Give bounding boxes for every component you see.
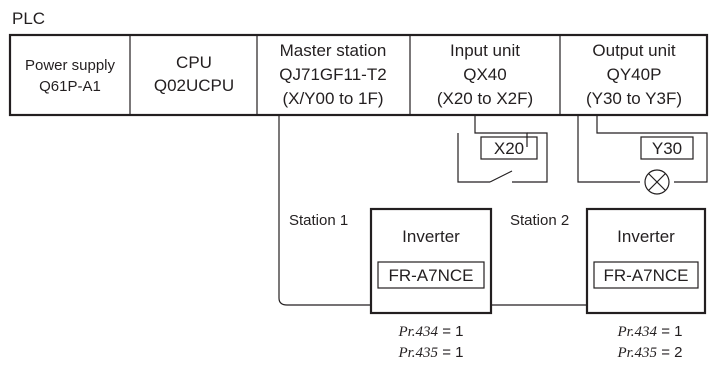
switch-contact-icon <box>489 170 513 183</box>
station-2: Station 2 Inverter FR-A7NCE Pr.434 = 1 P… <box>510 207 707 361</box>
input-wire-return <box>512 132 548 183</box>
station-1: Station 1 Inverter FR-A7NCE Pr.434 = 1 P… <box>289 207 493 361</box>
cable-to-station-1 <box>278 115 372 306</box>
station-label: Station 2 <box>510 212 569 229</box>
output-wire-loop <box>577 115 640 183</box>
parameter-434: Pr.434 = 1 <box>616 323 682 340</box>
module-master-station: Master station QJ71GF11-T2 (X/Y00 to 1F) <box>279 41 386 108</box>
module-input-unit: Input unit QX40 (X20 to X2F) <box>437 41 533 108</box>
output-signal-box <box>640 136 694 160</box>
option-unit-box <box>377 261 485 289</box>
output-wiring: Y30 <box>577 115 708 195</box>
module-address-range: (X/Y00 to 1F) <box>282 89 383 108</box>
module-name: Output unit <box>592 41 675 60</box>
module-cpu: CPU Q02UCPU <box>154 53 234 95</box>
module-name: Power supply <box>25 57 116 74</box>
module-model: Q61P-A1 <box>39 78 101 95</box>
option-unit-model: FR-A7NCE <box>603 266 688 285</box>
module-output-unit: Output unit QY40P (Y30 to Y3F) <box>586 41 682 108</box>
parameter-435: Pr.435 = 2 <box>616 344 682 361</box>
module-model: QY40P <box>607 65 662 84</box>
plc-rack-frame <box>8 33 709 117</box>
output-wire <box>596 115 650 134</box>
input-signal-label: X20 <box>494 139 524 158</box>
plc-rack <box>8 33 709 117</box>
input-wiring: X20 <box>457 115 548 183</box>
input-wire <box>474 115 528 147</box>
module-power-supply: Power supply Q61P-A1 <box>25 57 116 95</box>
inverter-box <box>585 207 707 315</box>
module-name: CPU <box>176 53 212 72</box>
output-signal-label: Y30 <box>652 139 682 158</box>
inverter-title: Inverter <box>402 227 460 246</box>
module-name: Master station <box>280 41 387 60</box>
module-name: Input unit <box>450 41 520 60</box>
inverter-box <box>369 207 493 315</box>
module-model: QX40 <box>463 65 506 84</box>
output-wire-return <box>650 132 708 183</box>
input-wire-loop <box>457 133 490 183</box>
station-label: Station 1 <box>289 212 348 229</box>
plc-label: PLC <box>12 9 45 28</box>
parameter-435: Pr.435 = 1 <box>397 344 463 361</box>
option-unit-box <box>593 261 699 289</box>
module-model: Q02UCPU <box>154 76 234 95</box>
option-unit-model: FR-A7NCE <box>388 266 473 285</box>
inverter-title: Inverter <box>617 227 675 246</box>
module-address-range: (Y30 to Y3F) <box>586 89 682 108</box>
module-model: QJ71GF11-T2 <box>279 65 386 84</box>
input-signal-box <box>480 136 538 160</box>
parameter-434: Pr.434 = 1 <box>397 323 463 340</box>
lamp-icon <box>644 169 670 195</box>
module-address-range: (X20 to X2F) <box>437 89 533 108</box>
